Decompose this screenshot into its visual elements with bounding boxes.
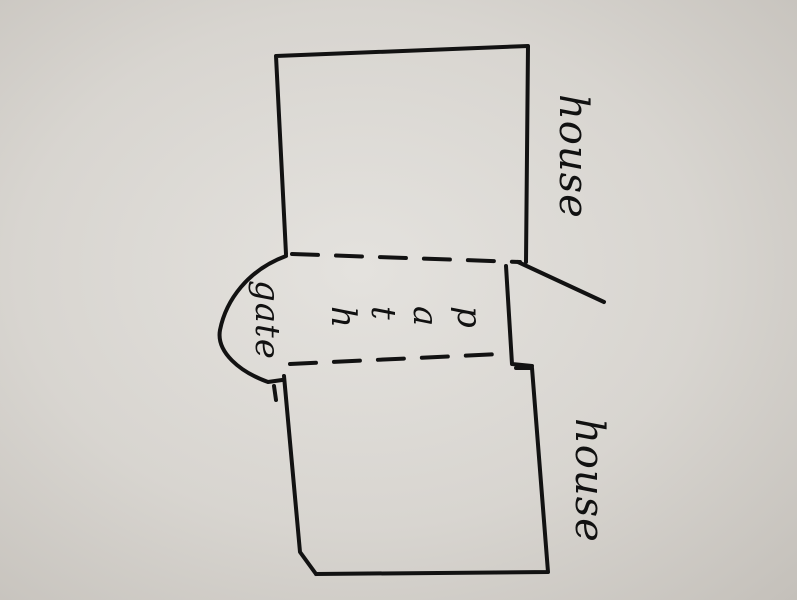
- path-letter-h: h: [323, 306, 363, 329]
- right-fence-line: [516, 260, 606, 304]
- path-letter-a: a: [405, 306, 445, 327]
- path-letter-t: t: [363, 306, 403, 321]
- top-house-label: house: [550, 94, 596, 219]
- bottom-house-outline: [282, 366, 550, 576]
- gate-label: gate: [247, 280, 287, 360]
- path-letter-p: p: [449, 306, 489, 329]
- top-house-outline: [274, 44, 530, 264]
- path-top-edge: [290, 252, 522, 264]
- gate-hinge-mark: [272, 384, 278, 402]
- path-bottom-edge: [288, 352, 502, 366]
- path-right-edge: [504, 264, 534, 368]
- gate-swing-arc: [217, 254, 288, 384]
- bottom-house-label: house: [566, 418, 612, 543]
